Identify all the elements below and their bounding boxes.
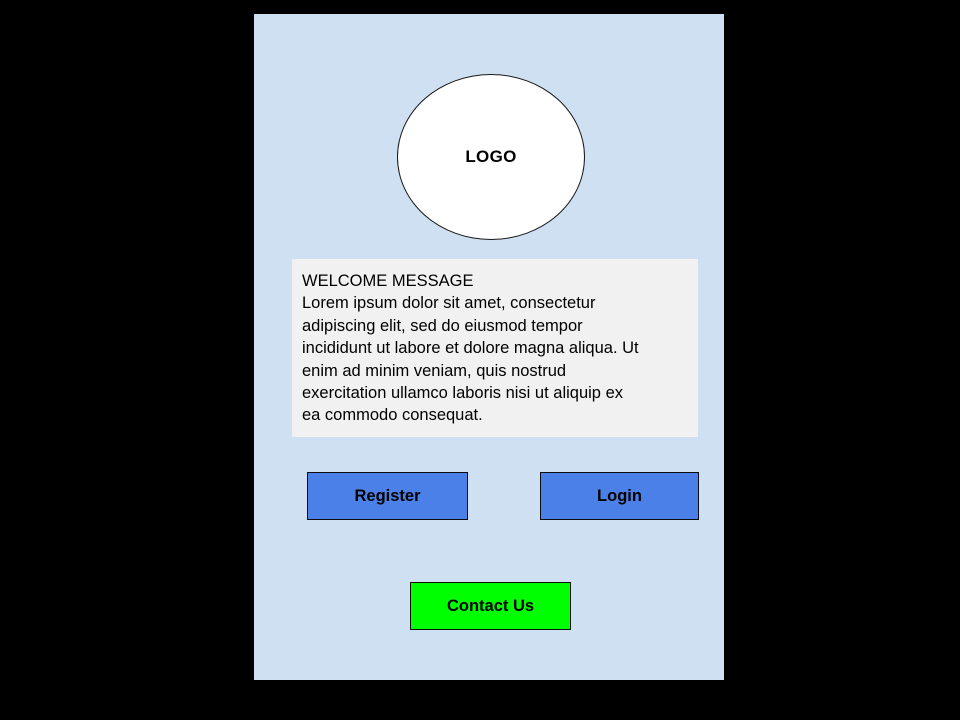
app-screen: LOGO WELCOME MESSAGE Lorem ipsum dolor s… — [254, 14, 724, 680]
welcome-message-line: incididunt ut labore et dolore magna ali… — [302, 339, 639, 358]
contact-us-button[interactable]: Contact Us — [410, 582, 571, 630]
welcome-message-line: Lorem ipsum dolor sit amet, consectetur — [302, 294, 596, 313]
login-button[interactable]: Login — [540, 472, 699, 520]
logo-label: LOGO — [465, 147, 517, 166]
welcome-message-line: adipiscing elit, sed do eiusmod tempor — [302, 316, 583, 335]
welcome-message-heading: WELCOME MESSAGE — [302, 272, 474, 290]
welcome-message-panel: WELCOME MESSAGE Lorem ipsum dolor sit am… — [292, 259, 698, 437]
logo: LOGO — [397, 74, 585, 240]
welcome-message-line: enim ad minim veniam, quis nostrud — [302, 361, 567, 380]
welcome-message-line: exercitation ullamco laboris nisi ut ali… — [302, 384, 623, 403]
logo-ellipse-icon — [397, 74, 585, 240]
register-button[interactable]: Register — [307, 472, 468, 520]
welcome-message-line: ea commodo consequat. — [302, 406, 483, 425]
